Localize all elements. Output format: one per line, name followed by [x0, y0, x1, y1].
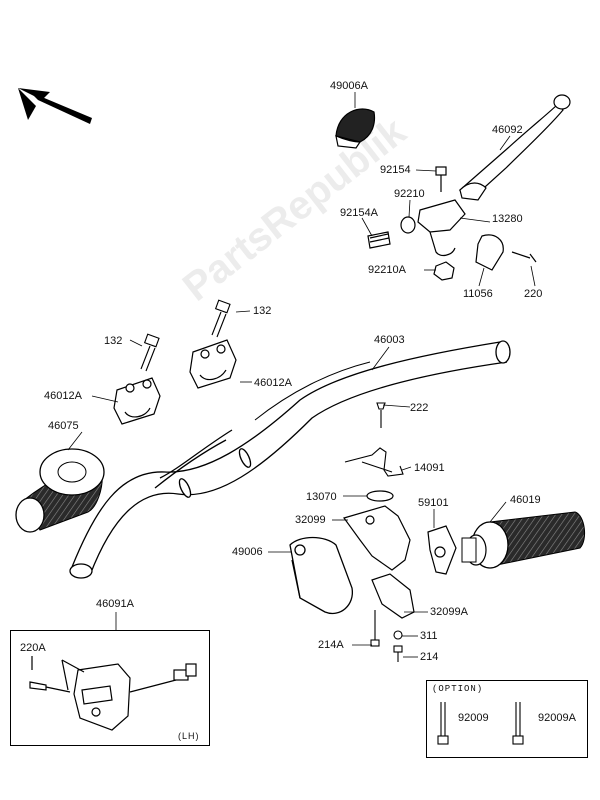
part-label-32099: 32099	[295, 514, 326, 526]
part-label-13280: 13280	[492, 213, 523, 225]
part-label-311: 311	[420, 630, 438, 642]
part-label-92009: 92009	[458, 712, 489, 724]
small-screws	[370, 610, 403, 662]
pulley-59101	[427, 525, 457, 575]
part-label-220: 220	[524, 288, 543, 300]
handlebar	[69, 340, 511, 579]
option-box	[426, 680, 588, 758]
part-label-46019: 46019	[510, 494, 541, 506]
part-label-46075: 46075	[48, 420, 79, 432]
part-label-13070: 13070	[306, 491, 337, 503]
part-label-220A: 220A	[20, 642, 46, 654]
part-label-49006A: 49006A	[330, 80, 368, 92]
part-label-14091: 14091	[414, 462, 445, 474]
part-label-46091A: 46091A	[96, 598, 134, 610]
part-label-46012A-right: 46012A	[254, 377, 292, 389]
part-label-46003: 46003	[374, 334, 405, 346]
part-label-92154A: 92154A	[340, 207, 378, 219]
part-label-132-left: 132	[104, 335, 123, 347]
part-label-132-top: 132	[253, 305, 272, 317]
throttle-housing-upper	[343, 505, 411, 571]
left-grip	[15, 448, 105, 533]
part-label-214: 214	[420, 651, 439, 663]
part-label-32099A: 32099A	[430, 606, 468, 618]
lh-switch-box	[10, 630, 210, 746]
part-label-92210: 92210	[394, 188, 425, 200]
part-label-46092: 46092	[492, 124, 523, 136]
throttle-cable-parts	[344, 402, 404, 477]
part-label-46012A-left: 46012A	[44, 390, 82, 402]
clamp-left	[113, 377, 161, 425]
part-label-11056: 11056	[463, 288, 493, 300]
lh-label: (LH)	[178, 731, 200, 741]
part-label-214A: 214A	[318, 639, 344, 651]
part-label-92154: 92154	[380, 164, 411, 176]
right-grip	[461, 511, 586, 569]
throttle-housing-lower	[371, 573, 415, 619]
throttle-cover	[289, 536, 353, 615]
bolt-132-b	[140, 333, 160, 372]
ring-13070	[366, 490, 394, 502]
part-label-92210A: 92210A	[368, 264, 406, 276]
clamp-right	[189, 339, 237, 389]
part-label-59101: 59101	[418, 497, 449, 509]
part-label-49006: 49006	[232, 546, 263, 558]
part-label-222: 222	[410, 402, 429, 414]
bolt-132-a	[211, 299, 231, 338]
option-box-title: (OPTION)	[432, 684, 484, 694]
lever-assembly	[335, 94, 571, 281]
lh-switch-assembly	[29, 656, 197, 731]
leader-lines	[67, 92, 536, 658]
front-arrow-icon	[18, 88, 92, 124]
option-screws	[437, 702, 524, 745]
part-label-92009A: 92009A	[538, 712, 576, 724]
